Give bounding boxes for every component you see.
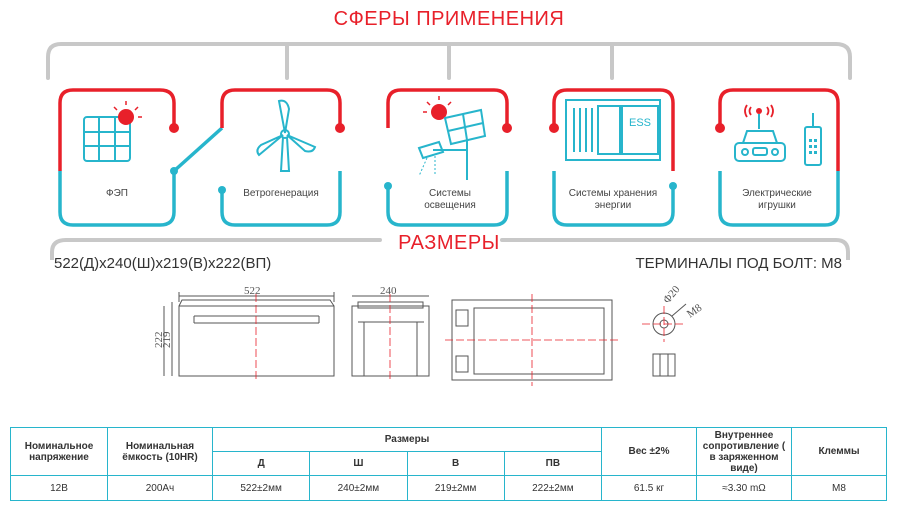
drawing-height: 219 — [161, 331, 173, 348]
ess-badge: ESS — [629, 117, 651, 129]
header-resistance: Внутреннее сопротивление ( в заряженном … — [696, 427, 792, 476]
header-weight: Вес ±2% — [601, 427, 697, 476]
table-row: 12В 200Ач 522±2мм 240±2мм 219±2мм 222±2м… — [10, 475, 887, 501]
dimensions-title: РАЗМЕРЫ — [398, 232, 500, 254]
cell-voltage: 12В — [10, 475, 108, 501]
app-label-pv: ФЭП — [106, 188, 128, 199]
cell-terminals: M8 — [791, 475, 887, 501]
drawing-terminal-diameter: Φ20 — [661, 283, 683, 306]
app-label-lighting: Системы освещения — [424, 188, 476, 211]
app-label-ess: Системы хранения энергии — [568, 188, 658, 211]
terminal-text: ТЕРМИНАЛЫ ПОД БОЛТ: M8 — [635, 255, 842, 272]
header-width: Ш — [309, 451, 408, 476]
cell-weight: 61.5 кг — [601, 475, 697, 501]
rc-toy-car-icon — [734, 104, 822, 166]
drawing-width: 240 — [380, 285, 397, 297]
header-voltage: Номинальное напряжение — [10, 427, 108, 476]
app-label-wind: Ветрогенерация — [243, 188, 319, 199]
cell-resistance: ≈3.30 mΩ — [696, 475, 792, 501]
header-length: Д — [211, 451, 311, 476]
header-height: В — [406, 451, 505, 476]
drawing-total-height: 222 — [153, 332, 165, 349]
cell-height: 219±2мм — [406, 475, 505, 501]
cell-length: 522±2мм — [211, 475, 311, 501]
applications-title: СФЕРЫ ПРИМЕНЕНИЯ — [333, 8, 565, 30]
wind-turbine-icon — [256, 99, 317, 172]
solar-street-light-icon — [417, 96, 487, 180]
solar-panel-icon — [83, 101, 142, 162]
spec-table: Номинальное напряжение Номинальная ёмкос… — [10, 427, 887, 501]
drawing-length: 522 — [244, 285, 261, 297]
header-capacity: Номинальная ёмкость (10HR) — [107, 427, 213, 476]
drawing-terminal-thread: M8 — [685, 302, 705, 321]
dimensions-text: 522(Д)x240(Ш)x219(В)x222(ВП) — [54, 255, 272, 272]
battery-drawing: 522 240 219 222 Φ20 M8 — [153, 283, 705, 386]
header-terminals: Клеммы — [791, 427, 887, 476]
energy-storage-icon: ESS — [565, 99, 661, 161]
header-total-height: ПВ — [503, 451, 603, 476]
header-dimensions: Размеры — [212, 427, 602, 452]
cell-total-height: 222±2мм — [503, 475, 603, 501]
applications-frame — [46, 42, 852, 260]
cell-capacity: 200Ач — [107, 475, 213, 501]
app-label-toys: Электрические игрушки — [742, 188, 812, 211]
cell-width: 240±2мм — [309, 475, 408, 501]
